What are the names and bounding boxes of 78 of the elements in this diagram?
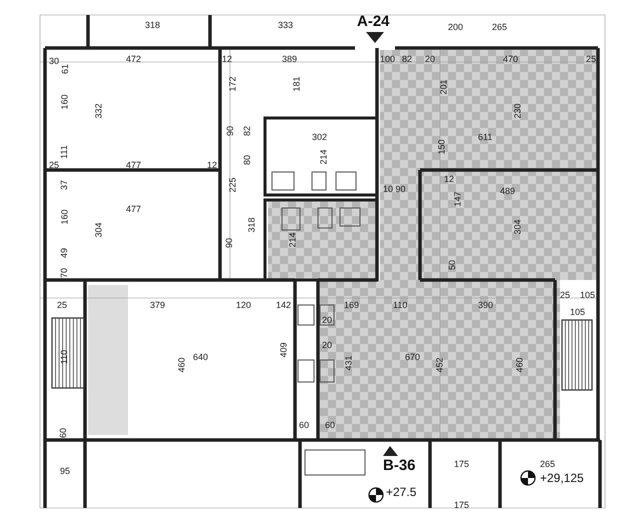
- dimension-label: 460: [514, 357, 525, 373]
- dimension-label: 477: [126, 204, 142, 214]
- dimension-label: 304: [94, 222, 104, 238]
- dimension-label: 265: [540, 459, 556, 469]
- section-mark-label: B-36: [383, 458, 416, 474]
- dimension-label: 25: [49, 160, 60, 170]
- section-mark-label: A-24: [357, 14, 390, 30]
- dimension-label: 332: [94, 103, 104, 119]
- dimension-label: 302: [312, 132, 328, 142]
- dimension-label: 70: [59, 268, 69, 278]
- dimension-label: 160: [60, 94, 70, 110]
- dimension-label: 489: [500, 186, 516, 196]
- dimension-label: 60: [299, 420, 310, 430]
- dimension-label: 214: [288, 232, 298, 248]
- dimension-label: 431: [344, 355, 354, 371]
- dimension-label: 201: [438, 79, 449, 95]
- dimension-label: 147: [452, 191, 463, 207]
- dimension-label: 169: [344, 300, 360, 310]
- dimension-label: 200: [448, 22, 464, 32]
- dimension-label: 640: [193, 352, 208, 362]
- dimension-label: 111: [58, 145, 69, 159]
- dimension-label: 225: [228, 177, 238, 193]
- dimension-label: 150: [436, 139, 447, 155]
- dimension-label: 175: [454, 459, 470, 469]
- level-label: +27.5: [386, 486, 416, 499]
- level-label: +29,125: [540, 472, 584, 485]
- dimension-label: 409: [278, 342, 289, 358]
- dimension-label: 90: [225, 126, 235, 136]
- dimension-label: 20: [322, 315, 332, 325]
- dimension-label: 318: [246, 217, 257, 233]
- dimension-label: 105: [570, 307, 586, 317]
- dimension-label: 82: [402, 54, 412, 64]
- dimension-label: 611: [478, 132, 492, 142]
- dimension-label: 120: [236, 300, 252, 310]
- dimension-label: 12: [444, 174, 454, 184]
- dimension-label: 318: [145, 20, 160, 30]
- dimension-label: 25: [57, 300, 68, 310]
- dimension-label: 172: [228, 76, 238, 92]
- dimension-label: 105: [580, 290, 596, 300]
- dimension-label: 460: [176, 357, 187, 373]
- dimension-label: 390: [478, 300, 494, 310]
- dimension-label: 230: [512, 103, 523, 119]
- dimension-label: 110: [59, 350, 70, 364]
- dimension-label: 90: [224, 238, 234, 248]
- dimension-label: 452: [434, 357, 445, 373]
- dimension-label: 100: [380, 54, 396, 64]
- dimension-label: 12: [207, 160, 218, 170]
- dimension-label: 175: [454, 500, 470, 510]
- dimension-label: 10 90: [383, 184, 406, 194]
- dimension-label: 472: [126, 54, 142, 64]
- dimension-label: 389: [282, 54, 298, 64]
- dimension-label: 25: [586, 54, 596, 64]
- dimension-label: 20: [322, 340, 332, 350]
- dimension-label: 670: [405, 352, 420, 362]
- dimension-label: 50: [447, 260, 457, 270]
- dimension-label: 477: [126, 160, 142, 170]
- dimension-label: 181: [292, 76, 302, 92]
- dimension-label: 160: [60, 209, 70, 225]
- dimension-label: 49: [59, 248, 69, 258]
- dimension-label: 12: [222, 54, 232, 64]
- dimension-label: 25: [560, 290, 570, 300]
- dimension-label: 20: [425, 54, 436, 64]
- dimension-label: 265: [492, 22, 508, 32]
- dimension-label: 80: [242, 155, 252, 165]
- dimension-label: 60: [58, 428, 68, 438]
- dimension-label: 82: [242, 126, 252, 136]
- dimension-label: 214: [318, 149, 329, 165]
- dimension-label: 61: [60, 64, 70, 74]
- dimension-label: 379: [150, 300, 166, 310]
- dimension-label: 37: [59, 180, 69, 190]
- dimension-label: 30: [49, 56, 60, 66]
- dimension-label: 142: [276, 300, 292, 310]
- dimension-label: 304: [512, 219, 523, 235]
- dimension-label: 333: [278, 20, 294, 30]
- dimension-label: 470: [503, 54, 518, 64]
- dimension-label: 95: [60, 466, 70, 476]
- dimension-label: 60: [325, 420, 336, 430]
- dimension-label: 110: [393, 300, 408, 310]
